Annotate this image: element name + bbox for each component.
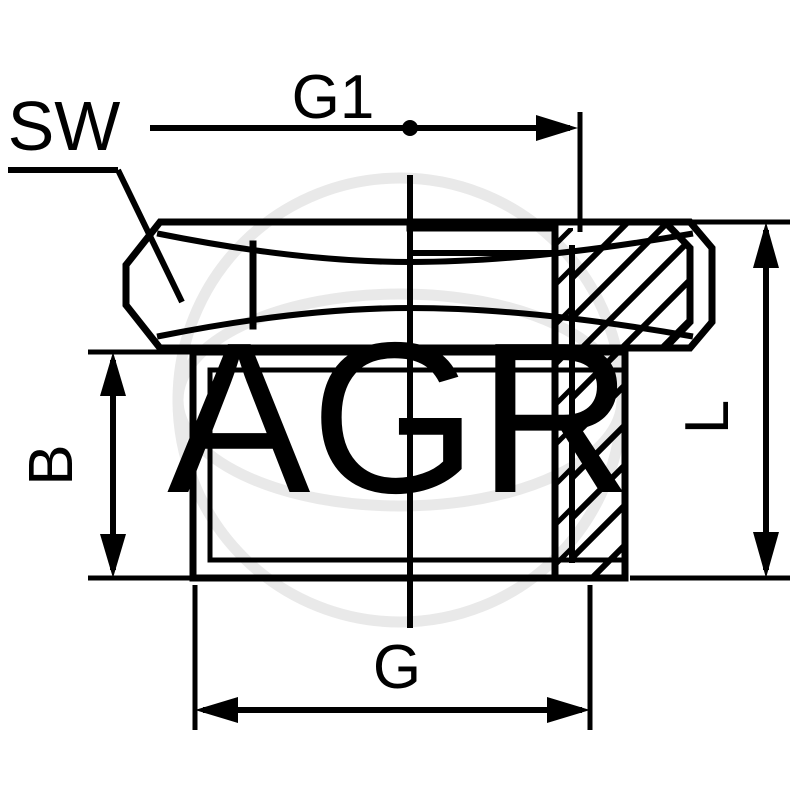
- section-hatching: [572, 225, 688, 575]
- dimension-g: [195, 697, 590, 723]
- b-arrowhead-top: [100, 352, 126, 396]
- dimension-g1: [150, 115, 578, 141]
- label-g: G: [373, 633, 421, 702]
- label-sw: SW: [8, 87, 121, 165]
- l-arrowhead-top: [753, 222, 779, 268]
- label-l: L: [673, 400, 742, 434]
- extension-lines: [88, 112, 790, 730]
- l-arrowhead-bottom: [753, 532, 779, 578]
- g-arrowhead-right: [547, 697, 590, 723]
- watermark-text: AGR: [167, 297, 633, 538]
- dimension-b: [100, 352, 126, 578]
- g1-origin-dot: [402, 120, 418, 136]
- b-arrowhead-bottom: [100, 534, 126, 578]
- g1-arrowhead-right: [536, 115, 578, 141]
- dimension-sw: [8, 167, 185, 304]
- watermark-letters: AGR: [167, 297, 633, 538]
- section-hatching-thin: [556, 228, 573, 568]
- label-g1: G1: [292, 63, 375, 132]
- hex-head-profile: [122, 218, 716, 352]
- g-arrowhead-left: [195, 697, 238, 723]
- sw-leader-diagonal: [115, 168, 185, 304]
- dimension-l: [753, 222, 779, 578]
- label-b: B: [17, 444, 86, 485]
